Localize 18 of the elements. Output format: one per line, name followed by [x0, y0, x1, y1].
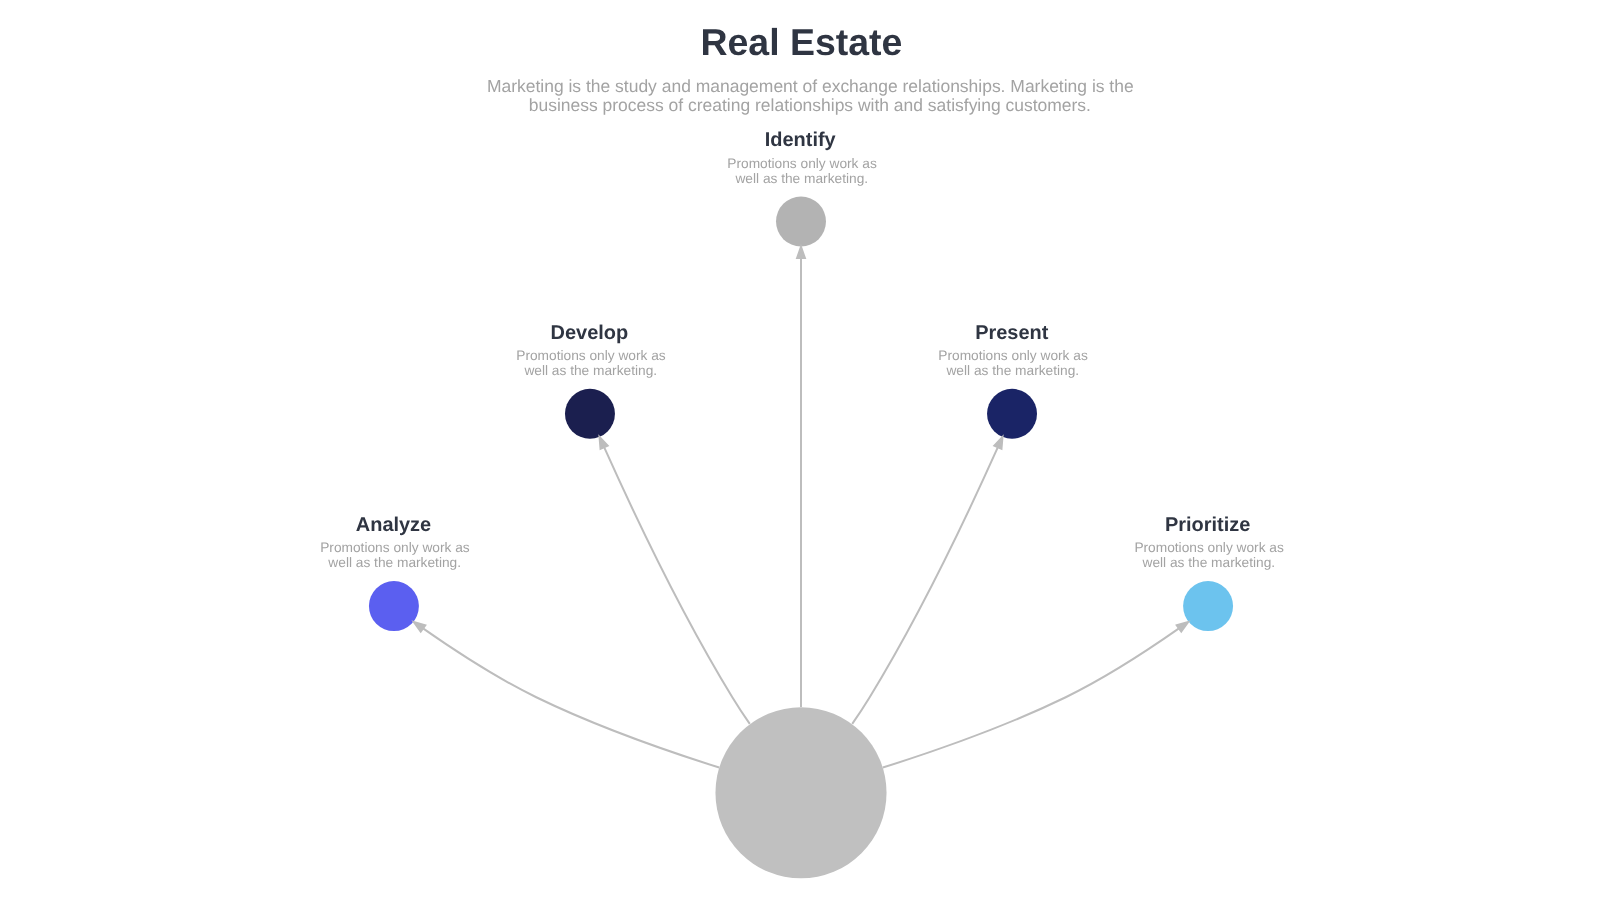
node-circle	[775, 196, 825, 247]
arrow	[880, 620, 1190, 769]
node-circle	[564, 388, 614, 439]
node-circle	[714, 707, 886, 879]
node-label: Identify	[763, 130, 835, 153]
arrow	[794, 243, 806, 708]
node-label: Analyze	[354, 514, 431, 537]
node-circle	[367, 581, 418, 632]
node-circle	[986, 388, 1036, 439]
node-label: Present	[974, 322, 1048, 345]
arrow	[850, 434, 1003, 725]
label: Marketing is the study and management of exchange relationships. Marketing is the business process of creating relationships with and satisfying customers.	[485, 75, 1133, 115]
arrow	[410, 620, 720, 769]
arrow	[597, 434, 750, 725]
node-label: Develop	[549, 322, 628, 345]
node-label: Prioritize	[1164, 514, 1250, 537]
node-circle	[1182, 581, 1233, 632]
diagram-title: Real Estate	[699, 21, 902, 64]
